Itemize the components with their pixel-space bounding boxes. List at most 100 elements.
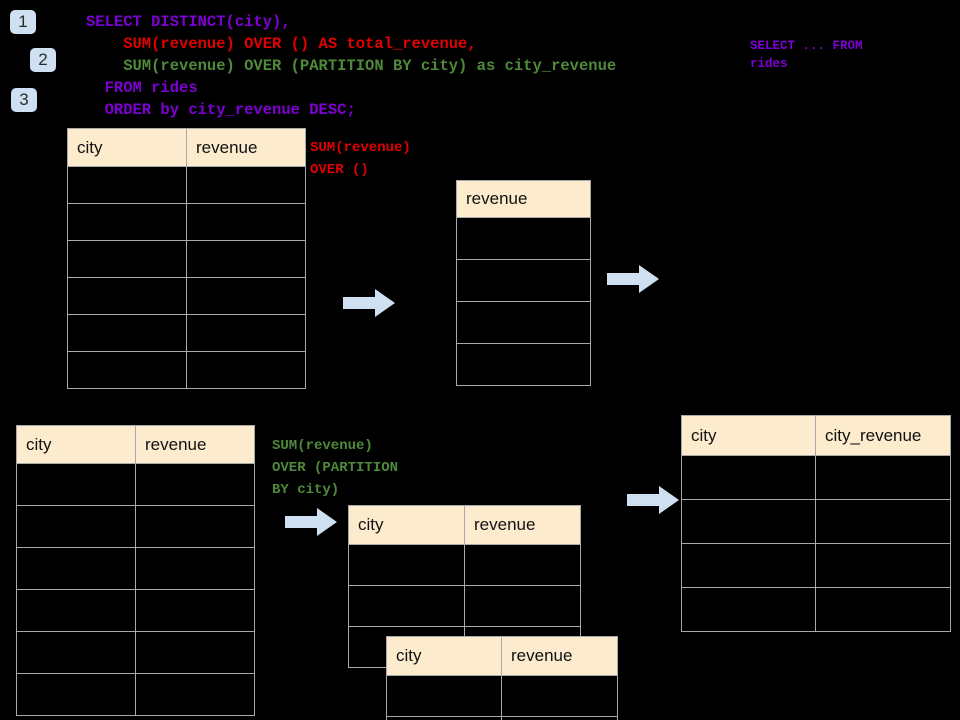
table-row <box>456 217 591 260</box>
cell <box>67 166 187 204</box>
column-header-city-revenue: city_revenue <box>815 415 951 456</box>
table-row <box>16 589 255 632</box>
sql-line-from: FROM rides <box>86 79 198 97</box>
sql-line-city-revenue: SUM(revenue) OVER (PARTITION BY city) as… <box>86 57 617 75</box>
cell <box>67 203 187 241</box>
table-row <box>348 585 581 627</box>
table-city-revenue: city city_revenue <box>681 415 951 632</box>
cell <box>186 203 306 241</box>
table-row <box>67 203 306 241</box>
cell <box>186 277 306 315</box>
cell <box>67 351 187 389</box>
cell <box>16 631 136 674</box>
cell <box>456 259 591 302</box>
cell <box>67 240 187 278</box>
cell <box>681 543 816 588</box>
table-row <box>16 463 255 506</box>
step-badge-3: 3 <box>11 88 37 112</box>
cell <box>456 301 591 344</box>
cell <box>135 463 255 506</box>
cell <box>815 499 951 544</box>
sql-line-total-revenue: SUM(revenue) OVER () AS total_revenue, <box>86 35 477 53</box>
step-badge-1: 1 <box>10 10 36 34</box>
cell <box>815 455 951 500</box>
table-total-revenue: revenue <box>456 180 591 386</box>
table-header-row: city revenue <box>348 505 581 545</box>
arrow-source-to-partition <box>285 508 337 536</box>
cell <box>348 585 465 627</box>
cell <box>681 499 816 544</box>
cell <box>67 314 187 352</box>
arrow-total-to-right <box>607 265 659 293</box>
cell <box>386 716 502 720</box>
cell <box>501 716 618 720</box>
table-header-row: city revenue <box>16 425 255 464</box>
cell <box>16 463 136 506</box>
cell <box>501 675 618 717</box>
table-row <box>16 673 255 716</box>
cell <box>16 547 136 590</box>
column-header-city: city <box>681 415 816 456</box>
cell <box>815 587 951 632</box>
column-header-city: city <box>348 505 465 545</box>
table-row <box>16 505 255 548</box>
table-row <box>348 544 581 586</box>
table-row <box>67 240 306 278</box>
cell <box>67 277 187 315</box>
sql-line-order-by: ORDER by city_revenue DESC; <box>86 101 356 119</box>
column-header-city: city <box>67 128 187 167</box>
column-header-revenue: revenue <box>501 636 618 676</box>
cell <box>135 547 255 590</box>
cell <box>16 673 136 716</box>
table-row <box>456 259 591 302</box>
cell <box>186 314 306 352</box>
cell <box>681 587 816 632</box>
table-header-row: city revenue <box>67 128 306 167</box>
cell <box>186 166 306 204</box>
cell <box>681 455 816 500</box>
cell <box>464 585 581 627</box>
column-header-revenue: revenue <box>464 505 581 545</box>
arrow-partition-to-result <box>627 486 679 514</box>
cell <box>348 544 465 586</box>
table-row <box>681 587 951 632</box>
table-row <box>67 277 306 315</box>
column-header-revenue: revenue <box>186 128 306 167</box>
annotation-sum-over-empty: SUM(revenue) OVER () <box>310 140 411 178</box>
select-from-note: SELECT ... FROM rides <box>750 39 863 71</box>
table-source-top: city revenue <box>67 128 306 389</box>
table-row <box>681 499 951 544</box>
cell <box>16 589 136 632</box>
sql-line-select: SELECT DISTINCT(city), <box>86 13 291 31</box>
table-header-row: revenue <box>456 180 591 218</box>
arrow-source-to-total <box>343 289 395 317</box>
cell <box>464 544 581 586</box>
table-row <box>681 543 951 588</box>
step-badge-2: 2 <box>30 48 56 72</box>
table-row <box>67 351 306 389</box>
cell <box>16 505 136 548</box>
cell <box>135 673 255 716</box>
table-header-row: city city_revenue <box>681 415 951 456</box>
table-partition-lower: city revenue <box>386 636 618 720</box>
column-header-revenue: revenue <box>135 425 255 464</box>
table-row <box>67 166 306 204</box>
cell <box>386 675 502 717</box>
column-header-city: city <box>16 425 136 464</box>
cell <box>456 343 591 386</box>
column-header-city: city <box>386 636 502 676</box>
table-row <box>456 301 591 344</box>
table-header-row: city revenue <box>386 636 618 676</box>
table-row <box>456 343 591 386</box>
table-row <box>386 716 618 720</box>
cell <box>186 351 306 389</box>
cell <box>135 589 255 632</box>
table-source-bottom: city revenue <box>16 425 255 716</box>
cell <box>186 240 306 278</box>
annotation-sum-over-partition: SUM(revenue) OVER (PARTITION BY city) <box>272 438 399 498</box>
table-row <box>67 314 306 352</box>
cell <box>135 505 255 548</box>
cell <box>815 543 951 588</box>
table-row <box>16 631 255 674</box>
